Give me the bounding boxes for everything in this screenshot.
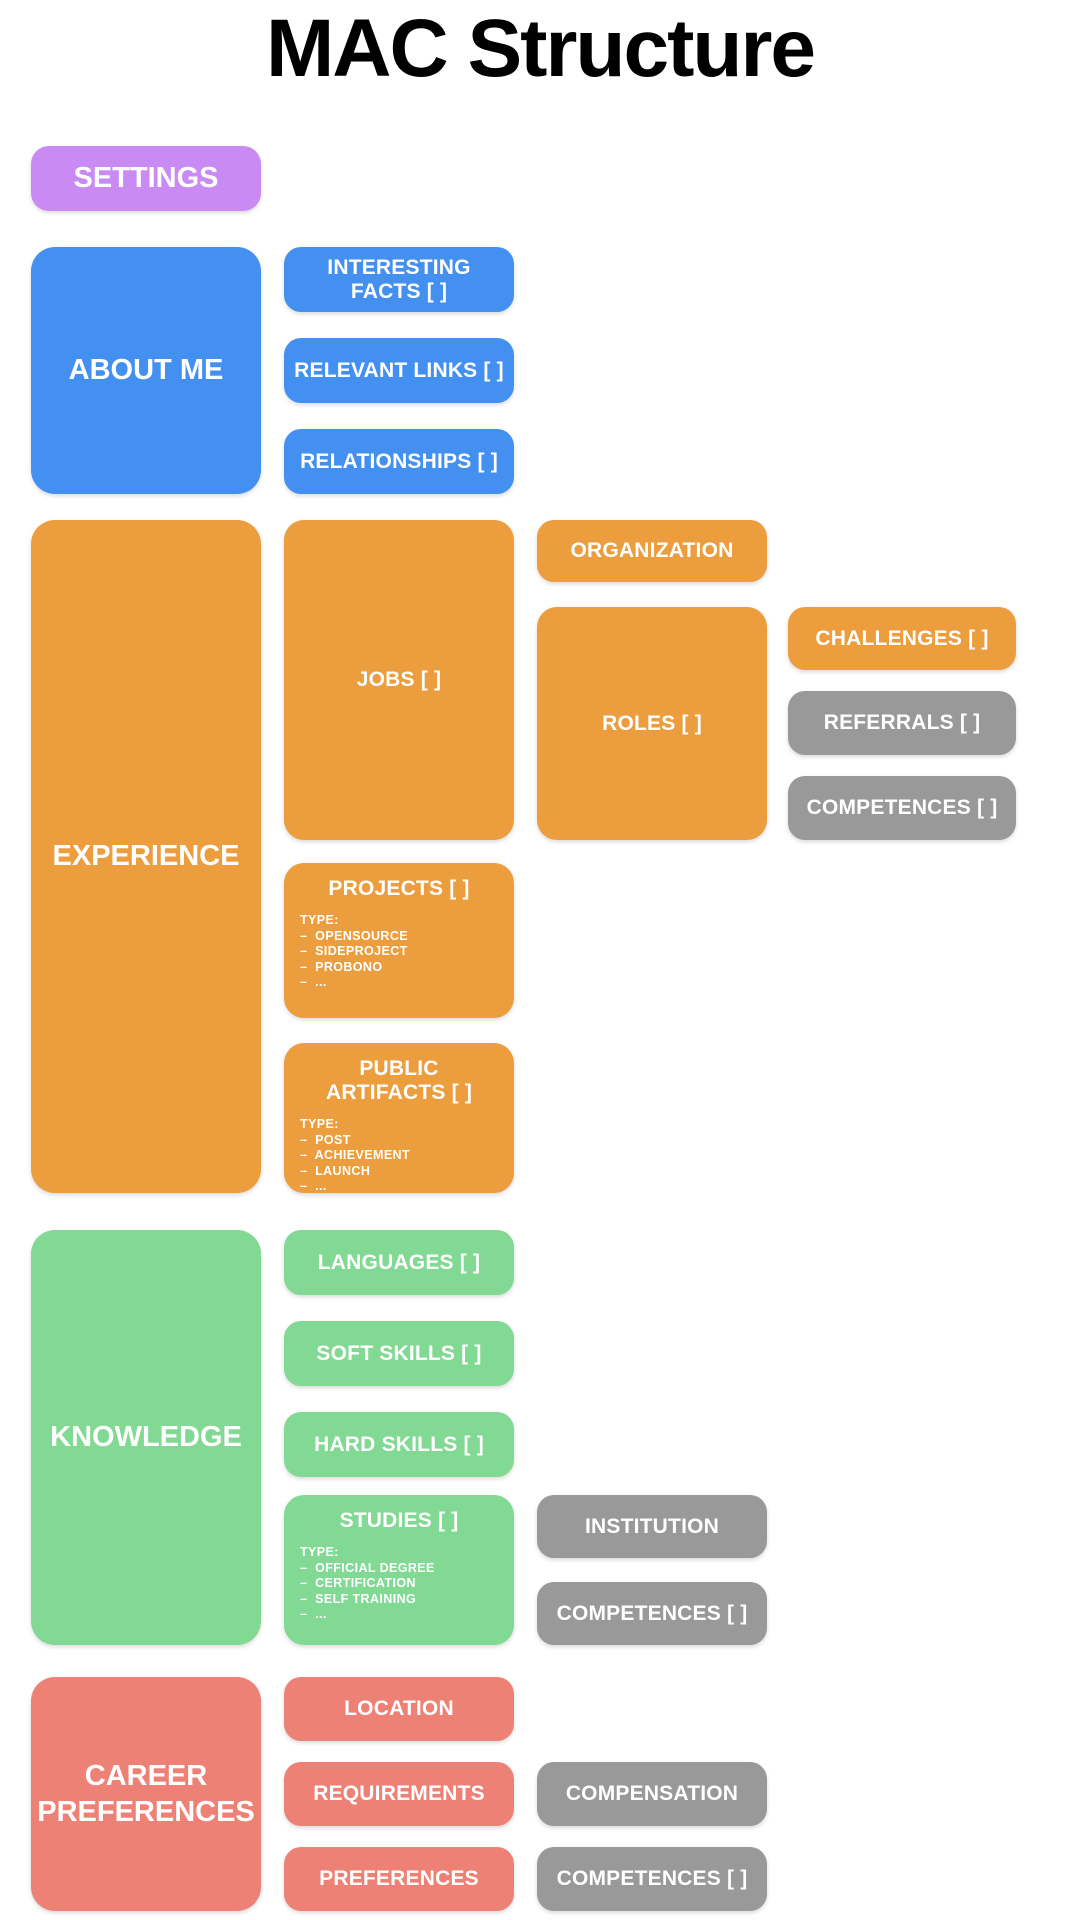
- organization-block: ORGANIZATION: [537, 520, 767, 582]
- relevant-links-block: RELEVANT LINKS [ ]: [284, 338, 514, 403]
- knowledge-competences-block: COMPETENCES [ ]: [537, 1582, 767, 1645]
- about-me-block: ABOUT ME: [31, 247, 261, 494]
- public-artifacts-type-line: TYPE:: [300, 1117, 339, 1131]
- projects-item: – OPENSOURCE: [300, 928, 409, 943]
- knowledge-block: KNOWLEDGE: [31, 1230, 261, 1645]
- compensation-block: COMPENSATION: [537, 1762, 767, 1826]
- projects-item: – PROBONO: [300, 959, 383, 974]
- studies-item: – CERTIFICATION: [300, 1576, 416, 1590]
- projects-item: – ...: [300, 975, 327, 989]
- relationships-block: RELATIONSHIPS [ ]: [284, 429, 514, 494]
- career-preferences-block: CAREER PREFERENCES: [31, 1677, 261, 1911]
- interesting-facts-block: INTERESTING FACTS [ ]: [284, 247, 514, 312]
- requirements-block: REQUIREMENTS: [284, 1762, 514, 1826]
- studies-item: – OFFICIAL DEGREE: [300, 1560, 435, 1575]
- career-competences-block: COMPETENCES [ ]: [537, 1847, 767, 1911]
- public-artifacts-item: – ...: [300, 1179, 327, 1193]
- hard-skills-block: HARD SKILLS [ ]: [284, 1412, 514, 1477]
- jobs-block: JOBS [ ]: [284, 520, 514, 840]
- studies-item: – ...: [300, 1607, 327, 1621]
- public-artifacts-block: PUBLIC ARTIFACTS [ ] TYPE: – POST – ACHI…: [284, 1043, 514, 1193]
- experience-block: EXPERIENCE: [31, 520, 261, 1193]
- public-artifacts-item: – LAUNCH: [300, 1163, 371, 1178]
- experience-competences-block: COMPETENCES [ ]: [788, 776, 1016, 840]
- languages-block: LANGUAGES [ ]: [284, 1230, 514, 1295]
- studies-block: STUDIES [ ] TYPE: – OFFICIAL DEGREE – CE…: [284, 1495, 514, 1645]
- soft-skills-block: SOFT SKILLS [ ]: [284, 1321, 514, 1386]
- preferences-block: PREFERENCES: [284, 1847, 514, 1911]
- studies-item: – SELF TRAINING: [300, 1591, 417, 1606]
- institution-block: INSTITUTION: [537, 1495, 767, 1558]
- projects-type-line: TYPE:: [300, 913, 339, 927]
- referrals-block: REFERRALS [ ]: [788, 691, 1016, 755]
- settings-block: SETTINGS: [31, 146, 261, 211]
- projects-item: – SIDEPROJECT: [300, 944, 408, 958]
- studies-title: STUDIES [ ]: [339, 1509, 459, 1532]
- projects-title: PROJECTS [ ]: [328, 877, 470, 900]
- public-artifacts-item: – POST: [300, 1132, 351, 1147]
- roles-block: ROLES [ ]: [537, 607, 767, 840]
- location-block: LOCATION: [284, 1677, 514, 1741]
- projects-block: PROJECTS [ ] TYPE: – OPENSOURCE – SIDEPR…: [284, 863, 514, 1018]
- public-artifacts-title: PUBLIC ARTIFACTS [ ]: [325, 1057, 473, 1104]
- challenges-block: CHALLENGES [ ]: [788, 607, 1016, 670]
- public-artifacts-item: – ACHIEVEMENT: [300, 1148, 411, 1162]
- studies-type-line: TYPE:: [300, 1545, 339, 1559]
- page-title: MAC Structure: [265, 3, 816, 94]
